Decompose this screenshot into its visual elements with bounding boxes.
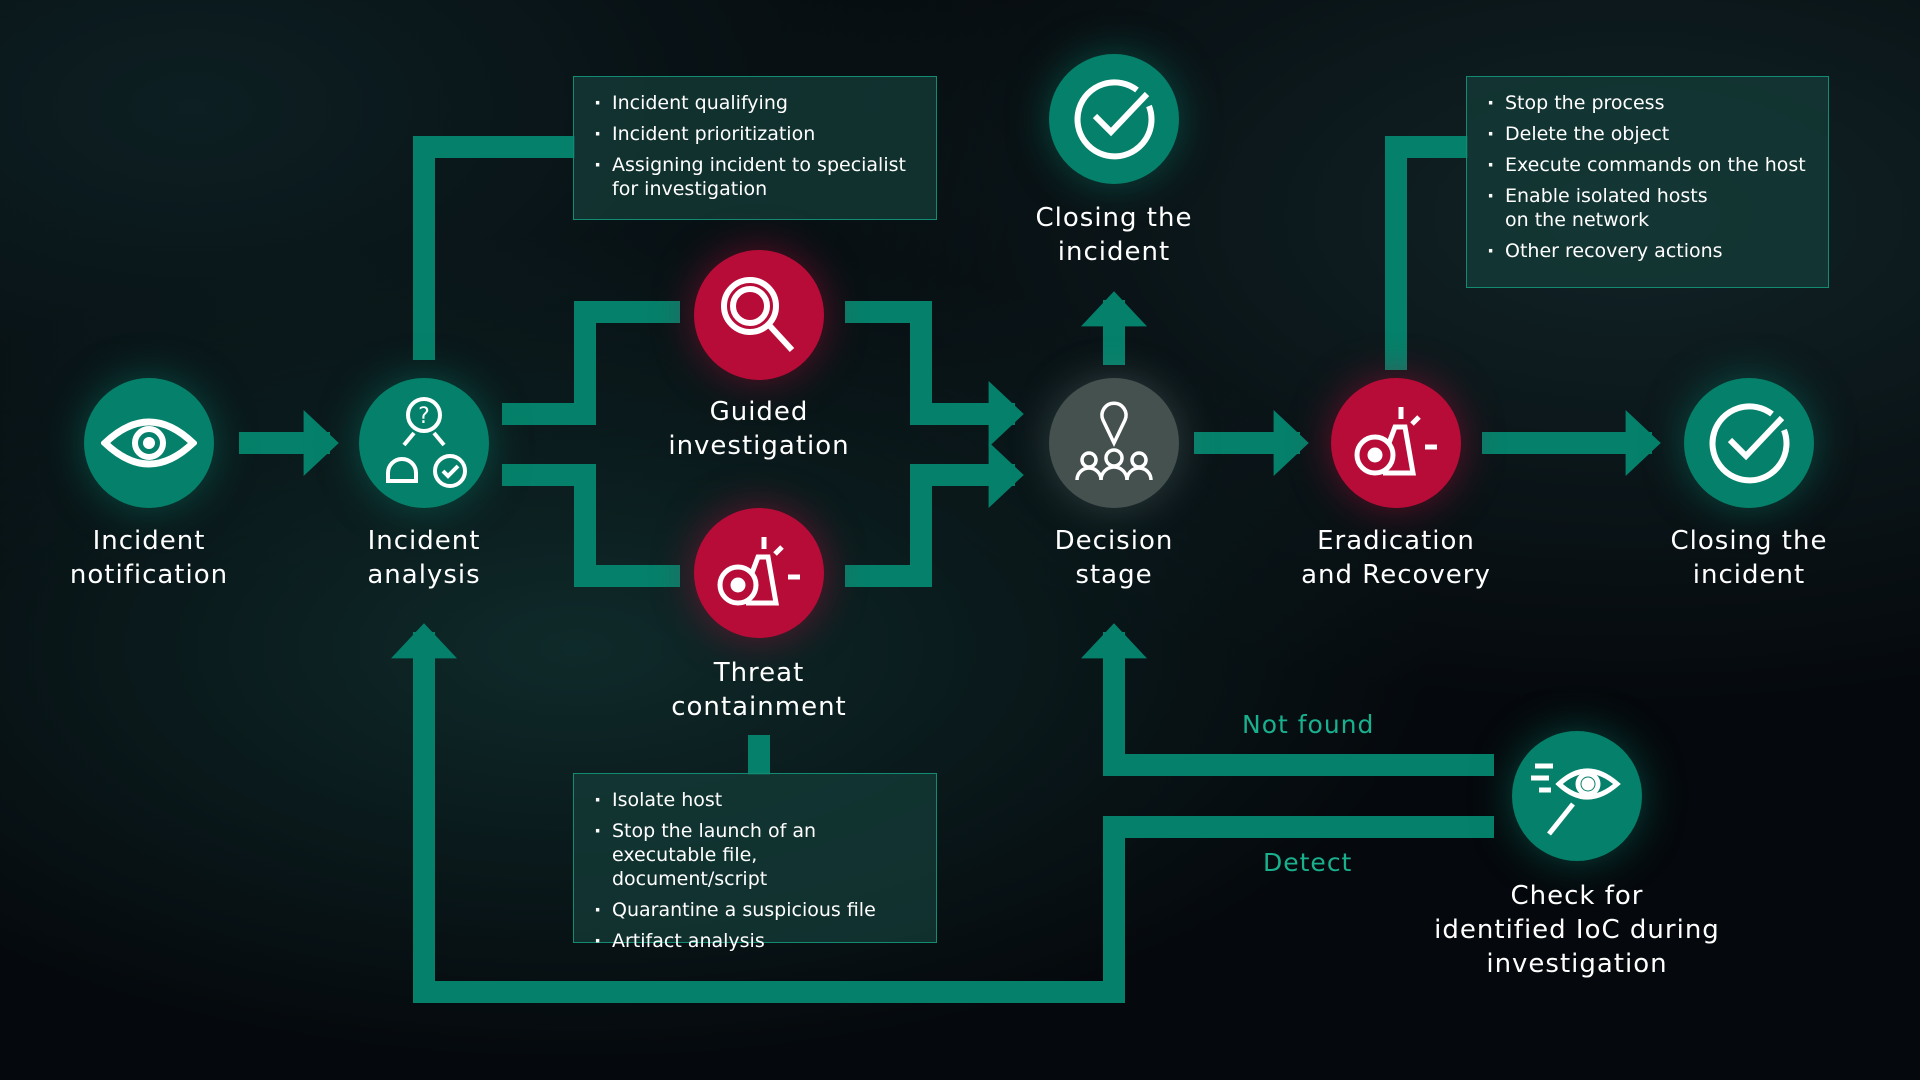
list-item: Assigning incident to specialist for inv… [594,153,916,201]
node-incident-analysis: ? [359,378,489,508]
node-incident-notification [84,378,214,508]
node-decision-stage [1049,378,1179,508]
connector-analysis-to-threat [502,464,680,587]
node-check-ioc [1512,731,1642,861]
branch-label-not-found: Not found [1242,710,1375,739]
node-closing-incident-right [1684,378,1814,508]
arrow-ioc-not-found [1081,623,1494,776]
recovery-actions-box: Stop the process Delete the object Execu… [1466,76,1829,288]
branch-label-detect: Detect [1263,848,1353,877]
magnifier-icon [721,277,795,353]
analysis-tasks-box: Incident qualifying Incident prioritizat… [573,76,937,220]
list-item: Quarantine a suspicious file [594,898,916,922]
siren-icon [717,537,800,606]
check-circle-icon [1074,79,1155,160]
node-guided-investigation [694,250,824,380]
list-item: Execute commands on the host [1487,153,1808,177]
people-pin-icon [1075,401,1153,481]
eye-search-icon [1531,763,1621,836]
connector-analysis-to-box [413,136,575,360]
check-circle-icon [1709,403,1790,484]
arrow-ioc-detect [391,623,1494,1003]
node-threat-containment [694,508,824,638]
eye-icon [101,418,197,468]
node-eradication-recovery [1331,378,1461,508]
list-item: Stop the launch of an executable file, d… [594,819,916,891]
list-item: Other recovery actions [1487,239,1808,263]
node-closing-incident-top [1049,54,1179,184]
list-item: Stop the process [1487,91,1808,115]
containment-actions-box: Isolate host Stop the launch of an execu… [573,773,937,953]
list-item: Enable isolated hosts on the network [1487,184,1725,232]
list-item: Delete the object [1487,122,1808,146]
arrow-guided-to-decision [845,301,1024,447]
list-item: Incident qualifying [594,91,916,115]
list-item: Incident prioritization [594,122,916,146]
analysis-icon: ? [386,397,467,488]
list-item: Artifact analysis [594,929,916,953]
connector-analysis-to-guided [502,301,680,425]
list-item: Isolate host [594,788,916,812]
connector-eradication-to-box [1385,136,1468,370]
siren-icon [1354,407,1437,476]
svg-text:?: ? [418,404,430,429]
arrow-threat-to-decision [845,442,1024,587]
